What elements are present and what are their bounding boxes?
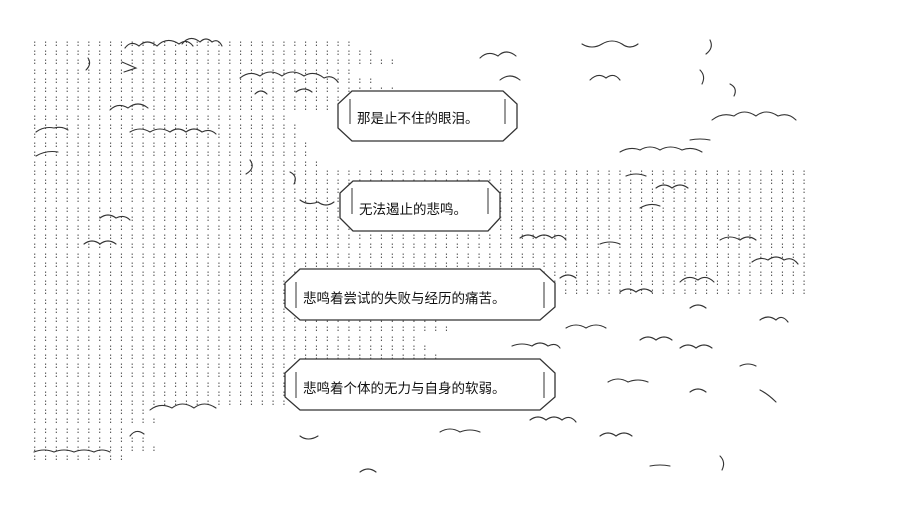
cloud-stroke xyxy=(299,435,319,440)
caption-text-1: 那是止不住的眼泪。 xyxy=(357,111,479,127)
cloud-stroke xyxy=(239,71,339,83)
cloud-stroke xyxy=(359,468,377,473)
cloud-stroke xyxy=(729,83,736,97)
cloud-stroke xyxy=(499,75,521,81)
cloud-stroke xyxy=(705,39,712,55)
cloud-stroke xyxy=(254,90,268,95)
cloud-stroke xyxy=(85,57,91,71)
caption-box-1 xyxy=(337,90,518,142)
cloud-stroke xyxy=(599,432,633,437)
cloud-stroke xyxy=(121,61,138,73)
cloud-stroke xyxy=(679,276,715,283)
cloud-stroke xyxy=(689,304,707,309)
cloud-stroke xyxy=(639,336,673,341)
caption-box-2 xyxy=(339,180,501,232)
cloud-stroke xyxy=(689,388,707,393)
cloud-stroke xyxy=(99,214,131,221)
caption-text-3: 悲鸣着尝试的失败与经历的痛苦。 xyxy=(303,291,506,307)
cloud-stroke xyxy=(295,88,313,93)
cloud-stroke xyxy=(639,203,661,209)
cloud-stroke xyxy=(289,171,296,185)
cloud-stroke xyxy=(559,274,577,279)
cloud-stroke xyxy=(511,342,561,349)
cloud-stroke xyxy=(619,288,653,293)
cloud-stroke xyxy=(299,199,335,206)
cloud-stroke xyxy=(759,389,777,403)
cloud-stroke xyxy=(109,103,149,111)
cloud-stroke xyxy=(129,128,217,135)
cloud-stroke xyxy=(479,51,517,59)
caption-text-4: 悲鸣着个体的无力与自身的软弱。 xyxy=(303,381,506,397)
cloud-stroke xyxy=(711,111,797,121)
cloud-stroke xyxy=(35,126,69,133)
cloud-stroke xyxy=(689,138,711,141)
cloud-stroke xyxy=(589,74,621,81)
cloud-stroke xyxy=(607,378,649,383)
cloud-stroke xyxy=(33,449,111,453)
caption-box-4 xyxy=(284,358,556,411)
caption-text-2: 无法遏止的悲鸣。 xyxy=(359,202,467,218)
cloud-stroke xyxy=(739,363,757,367)
cloud-stroke xyxy=(129,430,145,437)
cloud-stroke xyxy=(519,234,567,241)
cloud-stroke xyxy=(83,240,117,245)
cloud-stroke xyxy=(149,403,217,411)
cloud-stroke xyxy=(649,464,671,467)
cloud-stroke xyxy=(581,40,639,48)
cloud-stroke xyxy=(529,416,577,423)
cloud-stroke xyxy=(439,428,481,433)
cloud-stroke xyxy=(619,146,703,153)
cloud-stroke xyxy=(245,159,253,175)
cloud-stroke xyxy=(679,344,713,349)
cloud-stroke xyxy=(719,236,757,241)
cloud-stroke xyxy=(181,37,223,47)
cloud-stroke xyxy=(625,173,647,177)
cloud-stroke xyxy=(599,241,621,245)
cloud-stroke xyxy=(759,316,789,323)
caption-box-3 xyxy=(284,268,556,321)
cloud-stroke xyxy=(35,150,59,157)
cloud-stroke xyxy=(124,39,194,49)
cloud-stroke xyxy=(655,184,689,189)
cloud-stroke xyxy=(565,324,607,329)
cloud-stroke xyxy=(751,256,799,265)
cloud-stroke xyxy=(699,69,705,85)
cloud-stroke xyxy=(719,455,725,471)
